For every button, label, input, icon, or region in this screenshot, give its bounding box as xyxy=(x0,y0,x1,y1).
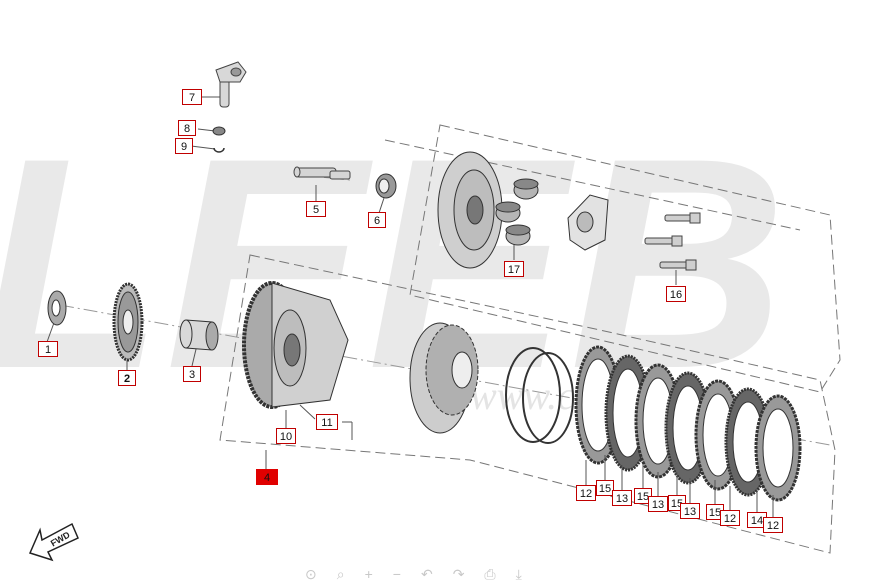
part-16-bolts xyxy=(644,212,701,271)
clutch-hub xyxy=(409,322,479,434)
callout-11[interactable]: 11 xyxy=(316,414,338,430)
callout-14[interactable]: 14 xyxy=(747,512,767,528)
part-17-springs xyxy=(495,178,539,246)
callout-15-b[interactable]: 15 xyxy=(634,488,652,504)
part-7-shaft xyxy=(215,61,247,108)
callout-13-b[interactable]: 13 xyxy=(648,496,668,512)
clutch-assembly-outline xyxy=(219,254,836,554)
callout-4[interactable]: 4 xyxy=(256,469,278,485)
callout-2[interactable]: 2 xyxy=(118,370,136,386)
callout-9[interactable]: 9 xyxy=(175,138,193,154)
callout-13-c[interactable]: 13 xyxy=(680,503,700,519)
rotate-right-icon[interactable]: ↷ xyxy=(452,566,465,582)
callout-12-a[interactable]: 12 xyxy=(576,485,596,501)
callout-12-b[interactable]: 12 xyxy=(720,510,740,526)
clutch-cover-outline xyxy=(409,124,841,393)
callout-12-c[interactable]: 12 xyxy=(763,517,783,533)
fwd-arrow-icon xyxy=(28,522,79,562)
part-10-clutch-housing xyxy=(242,281,349,409)
callout-6[interactable]: 6 xyxy=(368,212,386,228)
part-1-thrust-washer xyxy=(47,290,67,326)
part-9-clip xyxy=(213,147,225,153)
zoom-out-icon[interactable]: − xyxy=(392,566,401,582)
download-icon[interactable]: ⤓ xyxy=(515,566,522,582)
zoom-reset-icon[interactable]: ⊙ xyxy=(305,566,317,582)
callout-15-d[interactable]: 15 xyxy=(706,504,724,520)
viewer-toolbar: ⊙ ⌕ + − ↶ ↷ ⎙ ⤓ xyxy=(305,566,522,583)
part-2-primary-gear xyxy=(112,282,144,362)
zoom-in-icon[interactable]: + xyxy=(364,566,373,582)
callout-16[interactable]: 16 xyxy=(666,286,686,302)
callout-17[interactable]: 17 xyxy=(504,261,524,277)
callout-5[interactable]: 5 xyxy=(306,201,326,217)
callout-3[interactable]: 3 xyxy=(183,366,201,382)
lifter-plate xyxy=(567,194,609,251)
callout-10[interactable]: 10 xyxy=(276,428,296,444)
callout-13-a[interactable]: 13 xyxy=(612,490,632,506)
inner-outline xyxy=(384,139,801,231)
o-rings xyxy=(505,347,574,444)
callout-15-a[interactable]: 15 xyxy=(596,480,614,496)
part-8-washer xyxy=(212,126,226,136)
magnify-icon[interactable]: ⌕ xyxy=(336,566,345,582)
part-3-bushing xyxy=(179,319,219,351)
print-icon[interactable]: ⎙ xyxy=(484,566,496,582)
callout-7[interactable]: 7 xyxy=(182,89,202,105)
rotate-left-icon[interactable]: ↶ xyxy=(420,566,433,582)
part-5-pin xyxy=(293,166,351,180)
clutch-plates xyxy=(574,345,802,502)
part-6-bearing xyxy=(375,173,397,199)
callout-8[interactable]: 8 xyxy=(178,120,196,136)
pressure-plate xyxy=(437,151,503,269)
callout-1[interactable]: 1 xyxy=(38,341,58,357)
